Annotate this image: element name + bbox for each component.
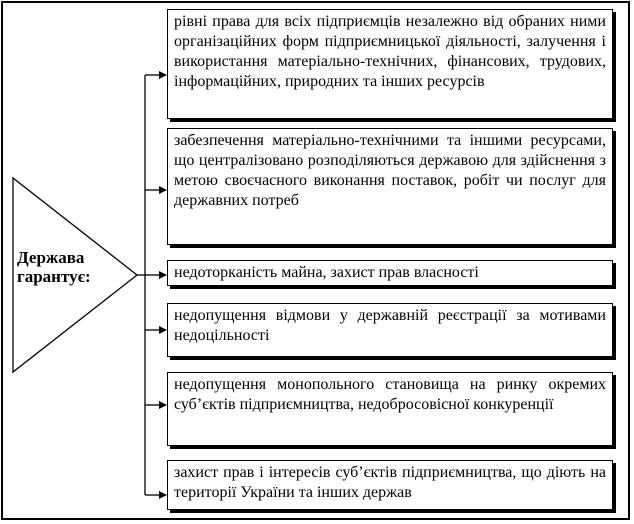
source-label-line-2: гарантує:	[17, 267, 91, 286]
source-label-line-1: Держава	[17, 248, 85, 267]
guarantee-box-2: забезпечення матеріально-технічними та і…	[167, 128, 613, 245]
source-label: Держава гарантує:	[17, 248, 127, 286]
guarantee-box-6: захист прав і інтересів суб’єктів підпри…	[167, 460, 613, 510]
guarantee-box-4: недопущення відмови у державній реєстрац…	[167, 303, 613, 357]
guarantee-box-5: недопущення монопольного становища на ри…	[167, 372, 613, 446]
guarantee-box-1: рівні права для всіх підприємців незалеж…	[167, 9, 613, 119]
guarantee-box-3: недоторканість майна, захист прав власно…	[167, 260, 613, 286]
